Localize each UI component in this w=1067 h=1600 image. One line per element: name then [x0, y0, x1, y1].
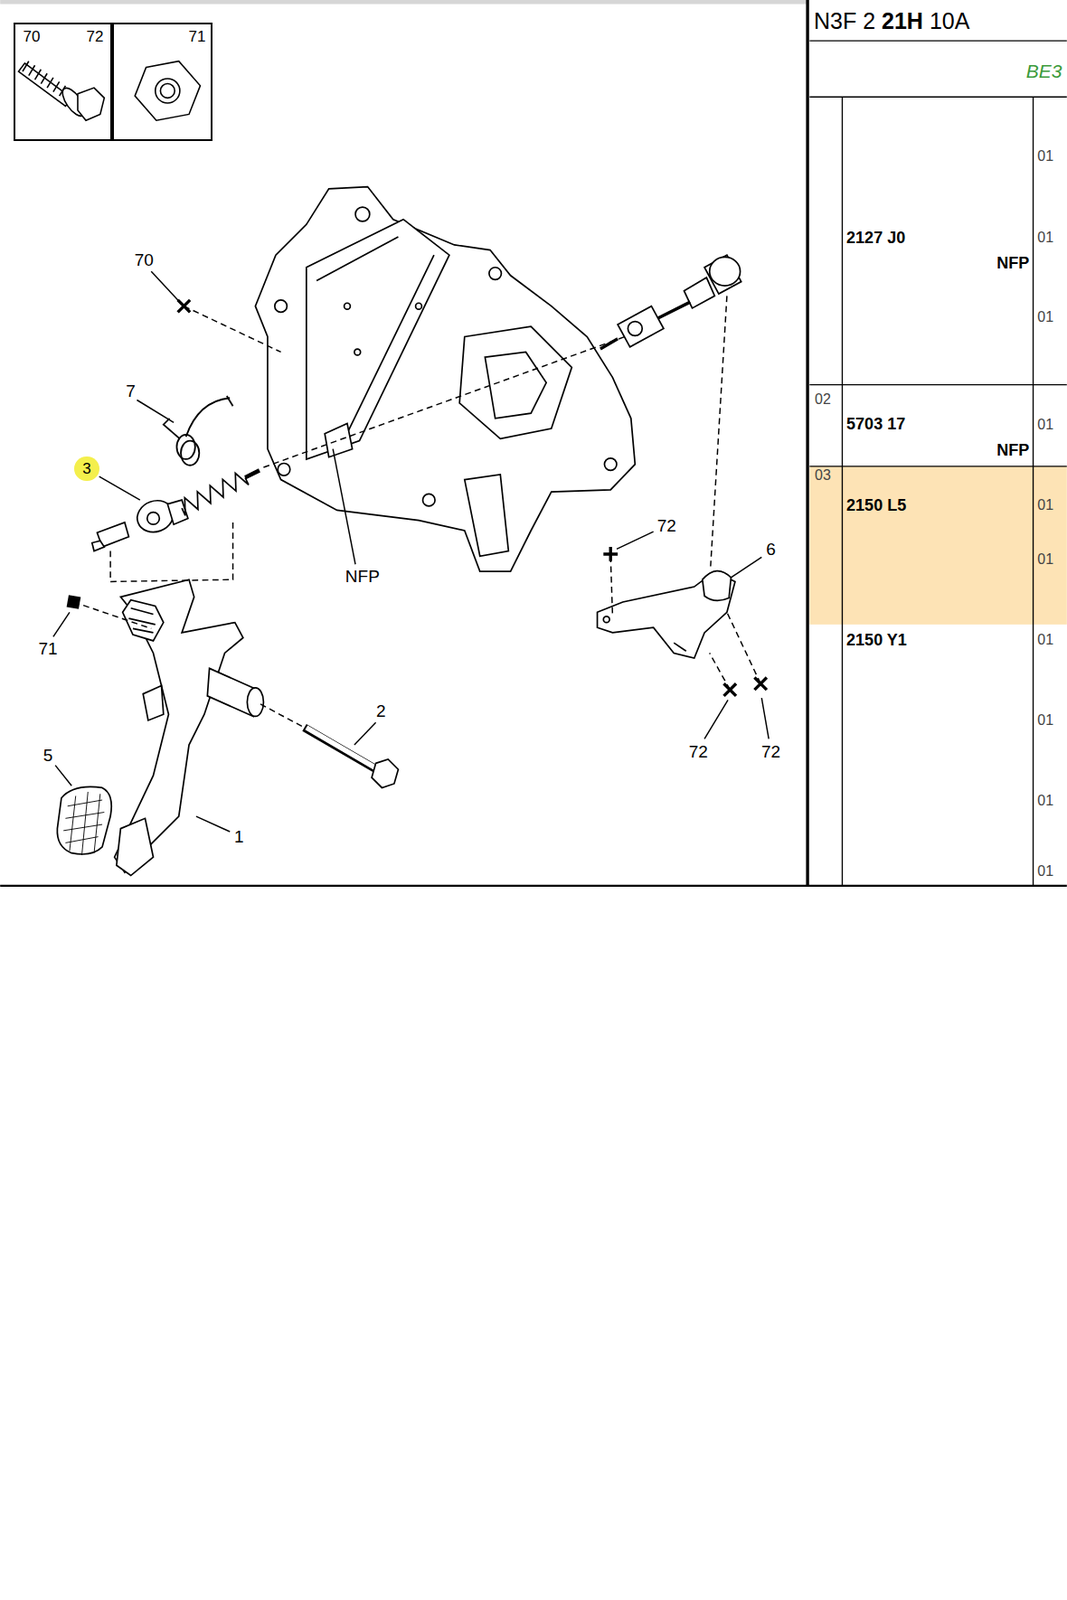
part-number: 5703 17 — [846, 415, 906, 435]
variant-code: BE3 — [1026, 60, 1063, 83]
callout-number: 71 — [38, 639, 58, 660]
table-cell: 01 — [1037, 497, 1054, 514]
callout-number: 1 — [234, 827, 245, 848]
dashed-guides — [73, 295, 761, 728]
table-cell: 01 — [1037, 863, 1054, 880]
callout-number: 71 — [188, 28, 206, 47]
callout-number: 72 — [761, 742, 781, 763]
callout-number: 72 — [86, 28, 104, 47]
table-cell: 01 — [1037, 148, 1054, 165]
row-number: 03 — [814, 467, 831, 484]
part-inset-box: 70 72 — [13, 22, 114, 142]
callout-number: 72 — [657, 516, 677, 537]
table-cell: 01 — [1037, 551, 1054, 568]
catalog-header: N3F 2 — [813, 8, 876, 35]
callout-number: 6 — [765, 539, 776, 560]
clutch-cable-end — [92, 470, 260, 551]
table-cell: 01 — [1037, 229, 1054, 246]
row-number: 02 — [814, 391, 831, 408]
table-cell: 01 — [1037, 793, 1054, 810]
callout-label: NFP — [345, 566, 380, 587]
pivot-bolt — [304, 727, 399, 789]
fastener-markers — [66, 300, 767, 697]
part-number: 2150 L5 — [846, 496, 907, 516]
catalog-header: 21H — [881, 8, 924, 35]
callout-number: 2 — [376, 701, 387, 722]
callout-number: 5 — [43, 745, 54, 766]
callout-number: 70 — [134, 250, 154, 271]
table-cell: 01 — [1037, 712, 1054, 729]
pedal-pad — [56, 786, 112, 856]
table-cell: 01 — [1037, 309, 1054, 326]
leader-lines — [53, 271, 769, 832]
part-inset-box: 71 — [112, 22, 213, 142]
callout-number: 72 — [689, 742, 709, 763]
bracket — [597, 571, 736, 660]
master-cylinder — [600, 254, 742, 350]
table-cell: 01 — [1037, 416, 1054, 434]
highlight-callout: 3 — [74, 456, 99, 482]
part-number: 2150 Y1 — [846, 631, 907, 651]
part-number: 2127 J0 — [846, 228, 906, 248]
pedal-box-housing — [254, 187, 635, 573]
inset-icons — [18, 61, 201, 121]
callout-number: 70 — [23, 28, 41, 47]
callout-number: 7 — [125, 381, 136, 402]
catalog-header: 10A — [929, 8, 970, 35]
callout-number: 3 — [82, 460, 91, 479]
table-cell: NFP — [996, 254, 1030, 274]
table-cell: NFP — [996, 441, 1030, 461]
return-spring — [163, 396, 234, 466]
table-cell: 01 — [1037, 632, 1054, 649]
table-grid — [0, 0, 1067, 887]
